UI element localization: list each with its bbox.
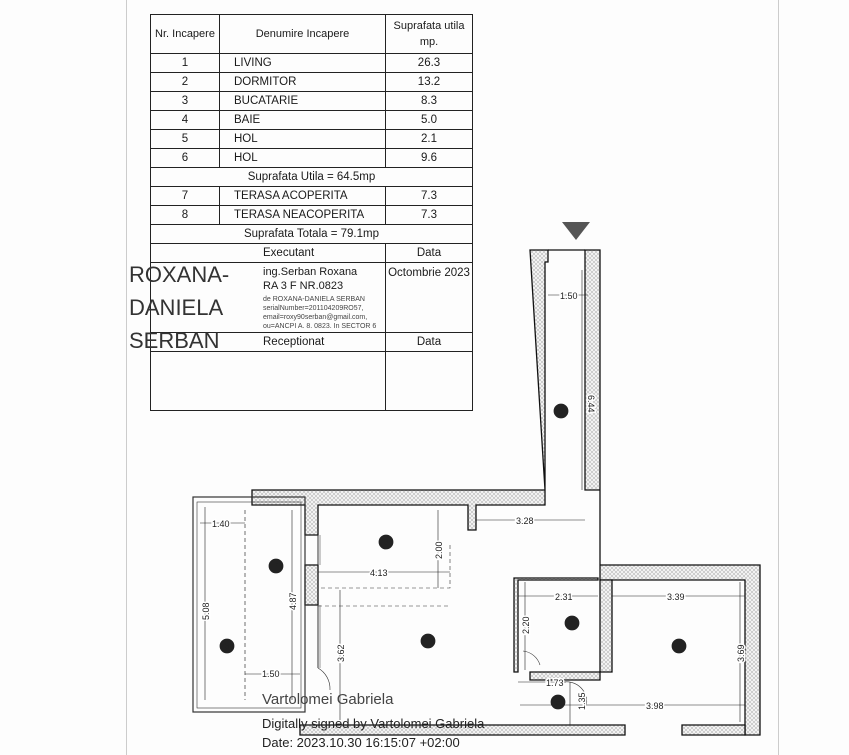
room-number: 7 xyxy=(273,561,278,571)
signature-line: SERBAN xyxy=(129,328,220,353)
dimension-label: 1.50 xyxy=(560,291,578,301)
executant-body-row: ing.Serban Roxana RA 3 F NR.0823 de ROXA… xyxy=(150,262,473,333)
room-area: 13.2 xyxy=(385,72,473,92)
room-number: 2 xyxy=(676,641,681,651)
dimension-label: 2.20 xyxy=(521,616,531,634)
entrance-arrow-icon xyxy=(562,222,590,240)
header-name: Denumire Incapere xyxy=(219,14,386,54)
dimension-label: 3.69 xyxy=(736,644,746,662)
room-number: 5 xyxy=(555,697,560,707)
room-number: 4 xyxy=(569,618,574,628)
wall xyxy=(599,579,613,673)
blank-cell xyxy=(385,351,473,411)
useful-total-row: Suprafata Utila = 64.5mp xyxy=(150,167,473,187)
header-nr: Nr. Incapere xyxy=(150,14,220,54)
terrace-outline xyxy=(192,496,588,713)
dimension-label: 4.87 xyxy=(288,592,298,610)
signature-detail: email=roxy90serban@gmail.com, xyxy=(263,314,368,321)
receptionat-row: Receptionat Data xyxy=(150,332,473,352)
dimension-label: 6.44 xyxy=(586,395,596,413)
wall xyxy=(299,724,626,736)
room-area: 9.6 xyxy=(385,148,473,168)
signature-detail: de ROXANA-DANIELA SERBAN xyxy=(263,296,365,303)
room-name: TERASA ACOPERITA xyxy=(219,186,386,206)
room-markers xyxy=(219,403,687,710)
executant-reg: RA 3 F NR.0823 xyxy=(263,280,344,292)
room-area: 7.3 xyxy=(385,186,473,206)
dimension-label: 4.13 xyxy=(370,568,388,578)
executant-name: ing.Serban Roxana xyxy=(263,266,358,278)
dimension-label: 3.39 xyxy=(667,592,685,602)
date-value: Octombrie 2023 xyxy=(385,262,473,333)
dimension-label: 5.08 xyxy=(201,602,211,620)
dimension-label: 3.98 xyxy=(646,701,664,711)
room-number: 3 xyxy=(383,537,388,547)
blank-cell xyxy=(150,351,386,411)
room-name: TERASA NEACOPERITA xyxy=(219,205,386,225)
room-number: 1 xyxy=(425,636,430,646)
dimension-label: 2.00 xyxy=(434,541,444,559)
dimension-label: 1.40 xyxy=(212,519,230,529)
signature-detail: ou=ANCPI A. 8. 0823. In SECTOR 6 xyxy=(263,323,377,330)
room-name: BUCATARIE xyxy=(219,91,386,111)
room-name: BAIE xyxy=(219,110,386,130)
signature-detail: serialNumber=201104209RO57, xyxy=(263,305,364,312)
room-area: 26.3 xyxy=(385,53,473,73)
room-number: 6 xyxy=(558,406,563,416)
digital-signature-name: Vartolomei Gabriela xyxy=(262,691,394,708)
wall xyxy=(304,564,319,606)
dimension-label: 1.50 xyxy=(262,669,280,679)
room-area: 2.1 xyxy=(385,129,473,149)
dimension-label: 3.62 xyxy=(336,644,346,662)
digital-signature-date: Date: 2023.10.30 16:15:07 +02:00 xyxy=(262,735,460,750)
wall xyxy=(251,249,549,536)
digital-signature-line: Digitally signed by Vartolomei Gabriela xyxy=(262,716,485,731)
useful-total: Suprafata Utila = 64.5mp xyxy=(150,167,473,187)
page-edge-line xyxy=(126,0,127,755)
walls xyxy=(251,249,761,736)
dimension-label: 1.73 xyxy=(546,678,564,688)
grand-total-row: Suprafata Totala = 79.1mp xyxy=(150,224,473,244)
wall xyxy=(681,724,746,736)
signature-line: DANIELA xyxy=(129,295,224,320)
page-edge-line xyxy=(778,0,779,755)
grand-total: Suprafata Totala = 79.1mp xyxy=(150,224,473,244)
blank-row xyxy=(150,351,473,411)
wall xyxy=(513,577,599,673)
dimension-label: 3.28 xyxy=(516,516,534,526)
wall xyxy=(529,671,601,681)
stamp-signature-name: ROXANA- DANIELA SERBAN xyxy=(129,258,229,357)
dimension-label: 1.35 xyxy=(577,692,587,710)
signature-details: de ROXANA-DANIELA SERBAN serialNumber=20… xyxy=(263,295,385,331)
room-numbers: 1 2 3 4 5 6 7 8 xyxy=(224,406,681,707)
dimension-labels: 1.50 6.44 3.28 1.40 2.00 4.13 5.08 4.87 … xyxy=(200,290,748,713)
rooms-table: Nr. Incapere Denumire Incapere Suprafata… xyxy=(150,14,473,411)
signature-line: ROXANA- xyxy=(129,262,230,287)
room-number: 8 xyxy=(224,641,229,651)
dimension-label: 2.31 xyxy=(555,592,573,602)
